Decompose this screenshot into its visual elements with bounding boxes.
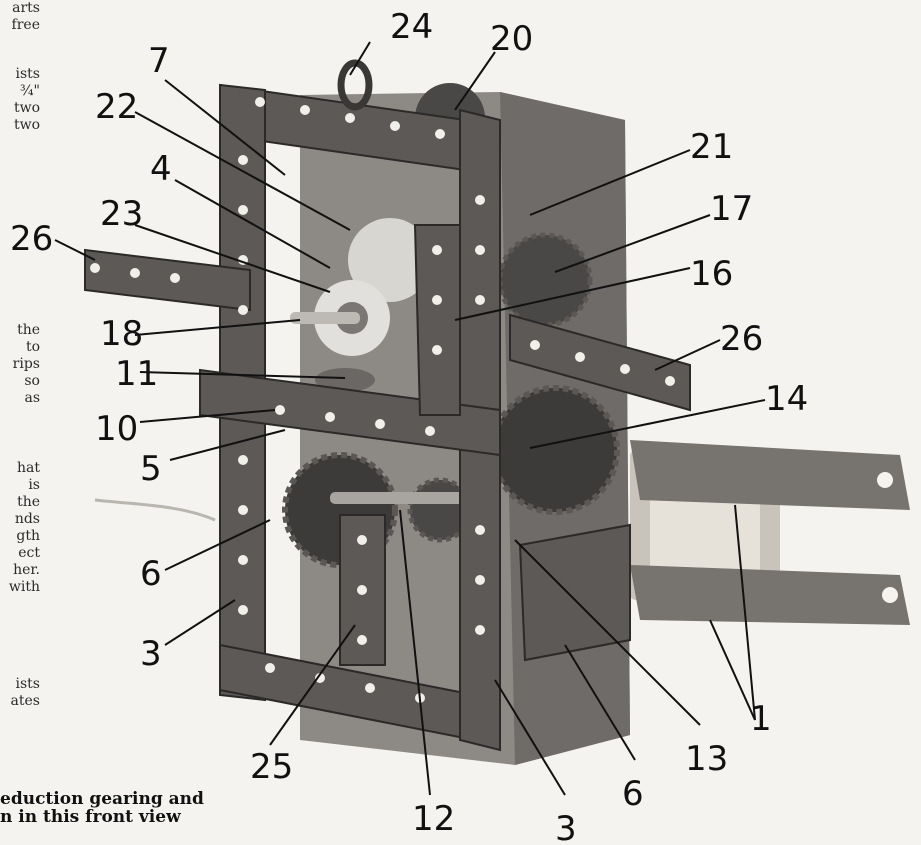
- callout-11: 11: [115, 354, 158, 394]
- callout-4: 4: [150, 149, 172, 189]
- gears: [282, 83, 620, 568]
- callout-26-right: 26: [720, 319, 763, 359]
- motor-assembly: [630, 440, 910, 625]
- callout-3-left: 3: [140, 634, 162, 674]
- callout-14: 14: [765, 379, 808, 419]
- callout-labels: 24 20 7 22 4 23 26 18 11 10 5 6 3 25 12 …: [10, 7, 808, 845]
- callout-6-bottom: 6: [622, 774, 644, 814]
- column-text-e: ists ates: [10, 676, 40, 709]
- caption-line-1: eduction gearing and: [0, 789, 204, 809]
- callout-26-left: 26: [10, 219, 53, 259]
- callout-3-bottom: 3: [555, 809, 577, 845]
- callout-17: 17: [710, 189, 753, 229]
- callout-10: 10: [95, 409, 138, 449]
- callout-6-left: 6: [140, 554, 162, 594]
- callout-5: 5: [140, 449, 162, 489]
- leader-lines: [54, 41, 766, 796]
- column-text-c: the to rips so as: [12, 322, 40, 406]
- callout-20: 21: [690, 127, 733, 167]
- caption-line-2: n in this front view: [0, 807, 181, 827]
- eye-bolt: [337, 59, 373, 111]
- callout-21: 20: [490, 19, 533, 59]
- callout-16: 16: [690, 254, 733, 294]
- callout-18: 18: [100, 314, 143, 354]
- callout-1: 1: [750, 699, 772, 739]
- callout-22: 22: [95, 87, 138, 127]
- strip-holes: [90, 97, 675, 703]
- cable: [94, 498, 216, 522]
- callout-23: 23: [100, 194, 143, 234]
- callout-25: 25: [250, 747, 293, 787]
- column-text-d: hat is the nds gth ect her. with: [8, 460, 40, 595]
- callout-7: 7: [148, 41, 170, 81]
- column-text-b: ists ¾" two two: [13, 66, 40, 133]
- front-frame: [84, 83, 691, 752]
- figure-caption: eduction gearing and n in this front vie…: [0, 790, 240, 826]
- column-text-a: arts free: [11, 0, 40, 33]
- callout-12: 12: [412, 799, 455, 839]
- callout-13: 13: [685, 739, 728, 779]
- callout-24: 24: [390, 7, 433, 47]
